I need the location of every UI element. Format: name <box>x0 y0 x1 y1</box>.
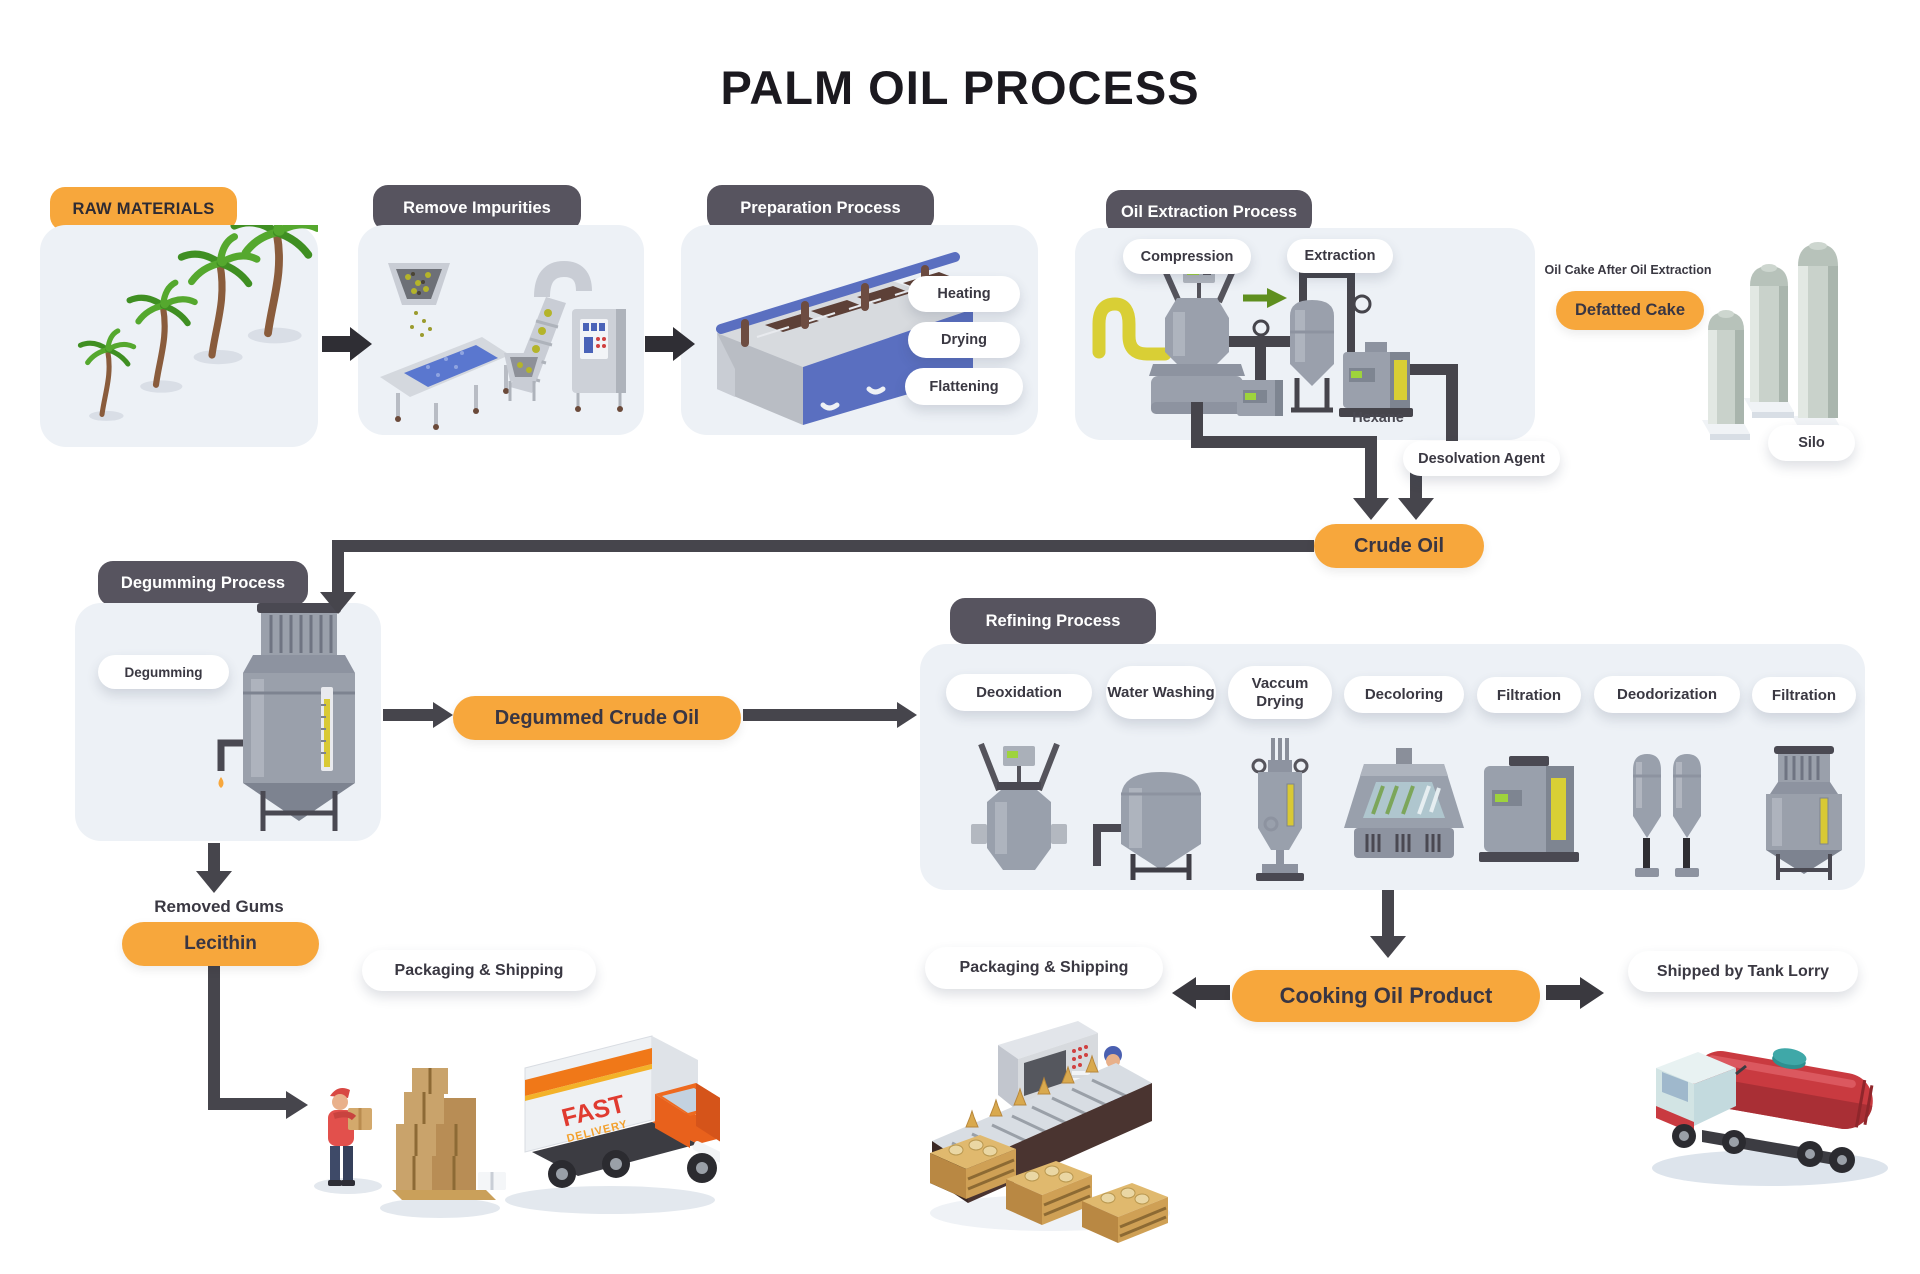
degumming-process-header: Degumming Process <box>98 561 308 606</box>
refining-process-header: Refining Process <box>950 598 1156 644</box>
bottling-conveyor-illustration <box>930 1021 1170 1243</box>
crude-oil-pill: Crude Oil <box>1314 524 1484 568</box>
packaging-shipping-left-pill: Packaging & Shipping <box>362 950 596 991</box>
cooking-oil-product-pill: Cooking Oil Product <box>1232 970 1540 1022</box>
arrow-down-icon <box>1370 936 1406 958</box>
packaging-shipping-mid-pill: Packaging & Shipping <box>925 947 1163 989</box>
refining-step-deoxidation: Deoxidation <box>946 674 1092 711</box>
arrow-down-icon <box>1353 498 1389 520</box>
raw-materials-header: RAW MATERIALS <box>50 187 237 231</box>
preparation-step-heating: Heating <box>908 276 1020 312</box>
arrow-right-icon <box>286 1091 308 1119</box>
palm-trees-illustration <box>40 225 318 447</box>
extraction-step-compression: Compression <box>1123 239 1251 274</box>
cleaning-machine-illustration <box>380 260 626 430</box>
extraction-step-extraction: Extraction <box>1287 239 1393 273</box>
preparation-process-header: Preparation Process <box>707 185 934 231</box>
preparation-step-drying: Drying <box>908 322 1020 358</box>
preparation-step-flattening: Flattening <box>905 368 1023 405</box>
desolvation-agent-pill: Desolvation Agent <box>1403 441 1560 476</box>
arrow-right-icon <box>897 702 917 728</box>
oil-extraction-panel <box>1075 228 1535 440</box>
silo-pill: Silo <box>1768 425 1855 461</box>
packaging-shipping-illustration: FAST DELIVERY <box>314 1035 720 1218</box>
refining-machines-illustration <box>971 738 1842 881</box>
refining-step-filtration-1: Filtration <box>1477 677 1581 713</box>
tank-lorry-illustration <box>1652 1048 1888 1186</box>
refining-step-deodorization: Deodorization <box>1594 676 1740 713</box>
refining-step-decoloring: Decoloring <box>1344 676 1464 713</box>
refining-step-water-washing: Water Washing <box>1106 666 1216 719</box>
refining-step-vaccum-drying: Vaccum Drying <box>1228 666 1332 719</box>
degumming-panel <box>75 603 381 841</box>
page-title: PALM OIL PROCESS <box>720 61 1200 114</box>
shipped-by-tank-lorry-pill: Shipped by Tank Lorry <box>1628 951 1858 992</box>
silos-illustration <box>1702 242 1842 440</box>
remove-impurities-header: Remove Impurities <box>373 185 581 231</box>
refining-step-filtration-2: Filtration <box>1752 677 1856 713</box>
defatted-cake-pill: Defatted Cake <box>1556 291 1704 330</box>
arrow-down-icon <box>1398 498 1434 520</box>
oil-extraction-header: Oil Extraction Process <box>1106 190 1312 235</box>
remove-impurities-panel <box>358 225 644 435</box>
degumming-step-pill: Degumming <box>98 655 229 689</box>
raw-materials-panel <box>40 225 318 447</box>
oil-cake-note: Oil Cake After Oil Extraction <box>1544 263 1712 277</box>
degumming-tank-illustration <box>217 603 355 831</box>
lecithin-pill: Lecithin <box>122 922 319 966</box>
degummed-crude-oil-pill: Degummed Crude Oil <box>453 696 741 740</box>
arrow-down-icon <box>196 871 232 893</box>
arrow-right-icon <box>433 702 453 728</box>
hexane-label: Hexane <box>1352 410 1404 426</box>
extraction-machines-illustration <box>1092 262 1448 440</box>
arrow-down-icon <box>320 592 356 614</box>
removed-gums-label: Removed Gums <box>154 897 284 916</box>
